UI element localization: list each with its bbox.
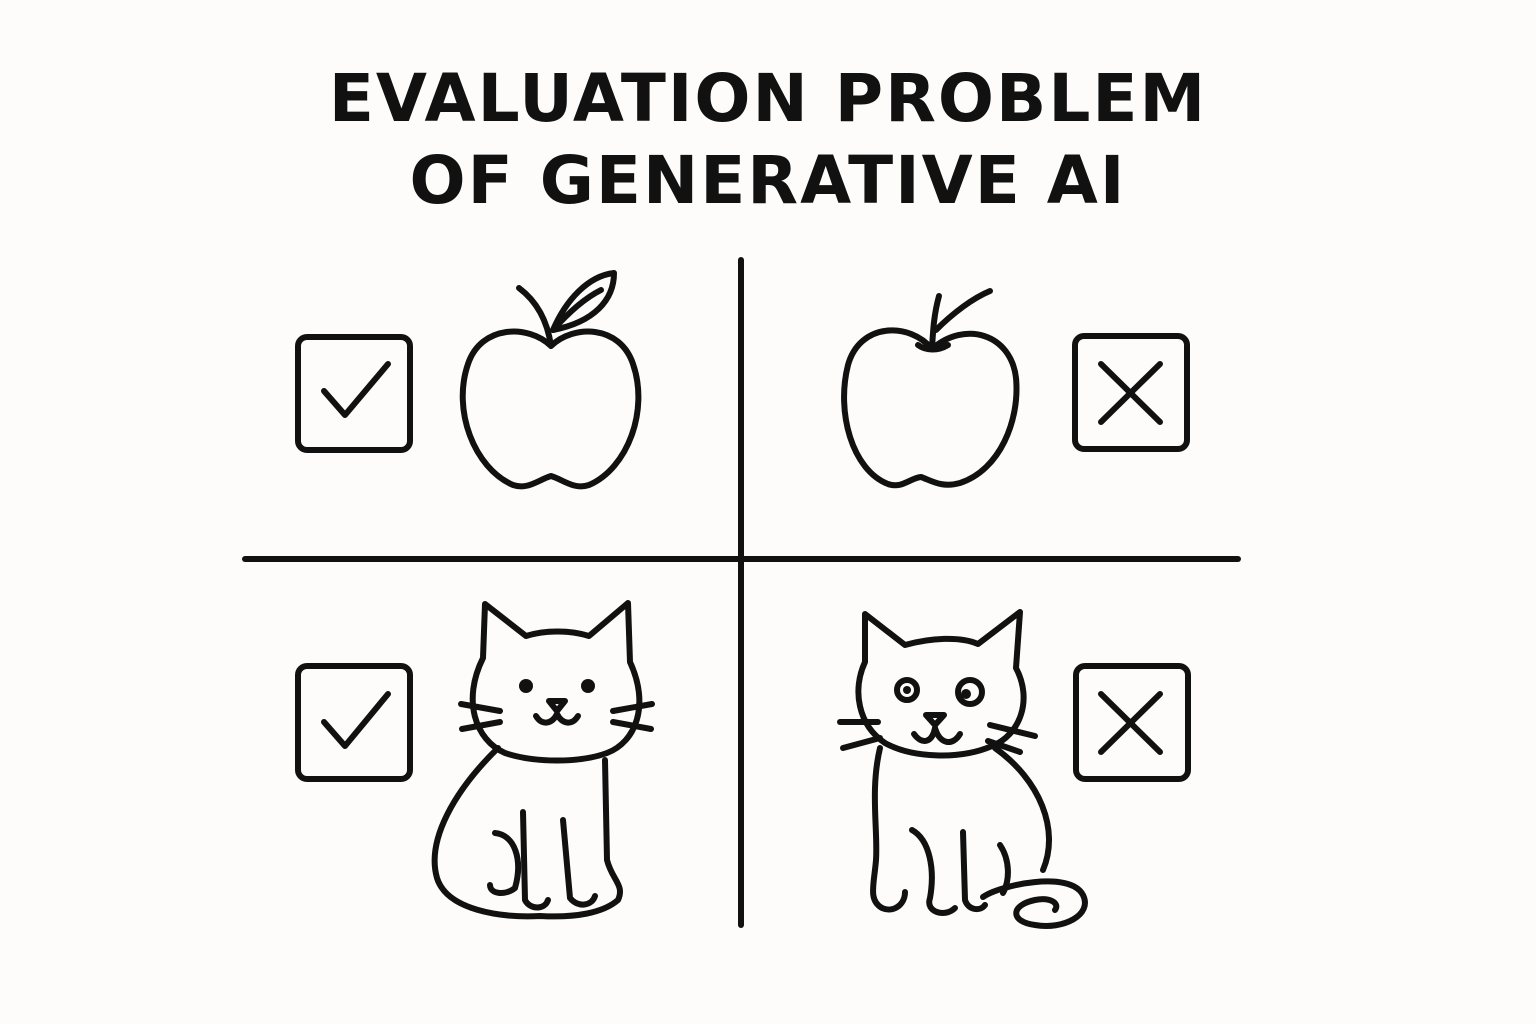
cat-icon	[431, 600, 655, 920]
quadrant-top-left	[295, 270, 642, 490]
quadrant-top-right	[841, 288, 1190, 489]
apple-icon	[841, 288, 1020, 489]
apple-icon	[459, 270, 642, 490]
cat-icon	[837, 609, 1088, 929]
checkmark-icon	[295, 663, 413, 782]
quadrant-dividers	[242, 257, 1241, 928]
diagram-title: EVALUATION PROBLEM OF GENERATIVE AI	[0, 58, 1536, 222]
checkmark-icon	[295, 334, 413, 453]
title-line-2: OF GENERATIVE AI	[409, 142, 1127, 219]
cross-icon	[1073, 663, 1191, 782]
quadrant-bottom-left	[295, 600, 655, 920]
quadrant-bottom-right	[837, 609, 1191, 929]
cross-icon	[1072, 333, 1190, 452]
title-line-1: EVALUATION PROBLEM	[328, 60, 1208, 137]
